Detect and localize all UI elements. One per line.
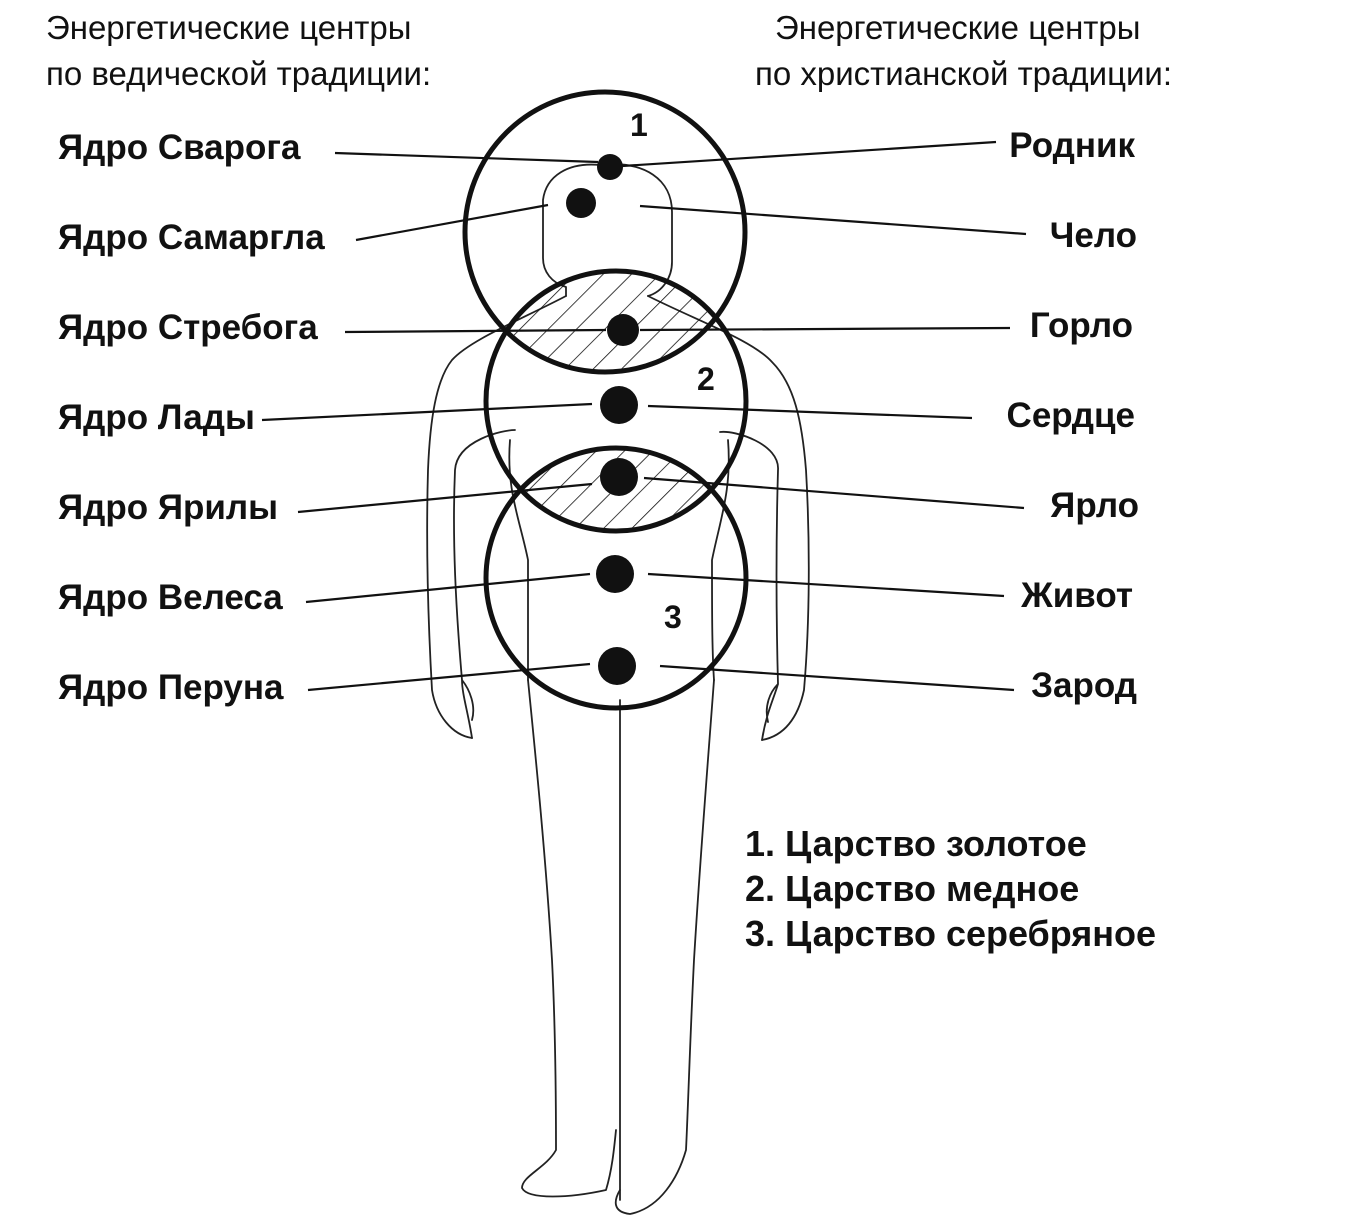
christian-label-zhivot: Живот bbox=[1021, 576, 1133, 615]
vedic-label-strebog: Ядро Стребога bbox=[58, 308, 318, 347]
left-header-line-2: по ведической традиции: bbox=[46, 55, 432, 92]
center-dot-6 bbox=[596, 555, 634, 593]
leader-left-7 bbox=[307, 662, 591, 692]
leader-left-2 bbox=[355, 203, 549, 242]
left-header-line-1: Энергетические центры bbox=[46, 9, 412, 46]
christian-label-rodnik: Родник bbox=[1009, 126, 1135, 165]
center-dot-7 bbox=[598, 647, 636, 685]
legend-item-3: 3. Царство серебряное bbox=[745, 913, 1157, 954]
leader-right-6 bbox=[647, 572, 1005, 598]
christian-label-serdtse: Сердце bbox=[1006, 396, 1135, 435]
circle-number-1: 1 bbox=[630, 107, 648, 143]
vedic-label-veles: Ядро Велеса bbox=[58, 578, 283, 617]
kingdom-circle-3 bbox=[483, 445, 749, 711]
leader-right-2 bbox=[639, 204, 1027, 236]
christian-label-zarod: Зарод bbox=[1031, 666, 1137, 705]
circle-number-2: 2 bbox=[697, 361, 715, 397]
torso-outline bbox=[426, 295, 810, 741]
left-leader-lines bbox=[261, 151, 607, 692]
overlap-upper bbox=[486, 271, 745, 372]
kingdom-circles bbox=[462, 89, 749, 711]
vedic-label-perun: Ядро Перуна bbox=[58, 668, 284, 707]
right-header-line-1: Энергетические центры bbox=[775, 9, 1141, 46]
body-outline bbox=[426, 163, 810, 1215]
leader-left-4 bbox=[261, 402, 593, 422]
legs-outline bbox=[521, 679, 715, 1215]
christian-label-gorlo: Горло bbox=[1029, 306, 1133, 345]
center-dot-5 bbox=[600, 458, 638, 496]
right-arm-outline bbox=[719, 430, 779, 741]
christian-label-yarlo: Ярло bbox=[1050, 486, 1139, 525]
legend-item-1: 1. Царство золотое bbox=[745, 823, 1087, 864]
leader-right-1 bbox=[621, 140, 997, 168]
center-dot-1 bbox=[597, 154, 623, 180]
center-dot-4 bbox=[600, 386, 638, 424]
leader-right-5 bbox=[643, 476, 1025, 510]
circle-number-3: 3 bbox=[664, 599, 682, 635]
center-dot-3 bbox=[607, 314, 639, 346]
leader-left-1 bbox=[334, 151, 599, 164]
leader-right-7 bbox=[659, 664, 1015, 692]
vedic-label-samargl: Ядро Самаргла bbox=[58, 218, 325, 257]
kingdom-circle-2 bbox=[483, 268, 749, 534]
vedic-label-yarila: Ядро Ярилы bbox=[58, 488, 279, 527]
leader-right-3 bbox=[639, 326, 1011, 332]
legend-item-2: 2. Царство медное bbox=[745, 868, 1080, 909]
leader-left-5 bbox=[297, 482, 593, 514]
right-header-line-2: по христианской традиции: bbox=[755, 55, 1173, 92]
leader-left-3 bbox=[344, 328, 607, 334]
right-leader-lines bbox=[621, 140, 1027, 692]
vedic-label-lada: Ядро Лады bbox=[58, 398, 255, 437]
vedic-label-svarog: Ядро Сварога bbox=[58, 128, 301, 167]
kingdom-circle-1 bbox=[462, 89, 748, 375]
christian-label-chelo: Чело bbox=[1049, 216, 1137, 255]
center-dot-2 bbox=[566, 188, 596, 218]
leader-left-6 bbox=[305, 572, 591, 604]
energy-center-dots bbox=[566, 154, 639, 685]
leader-right-4 bbox=[647, 404, 973, 420]
